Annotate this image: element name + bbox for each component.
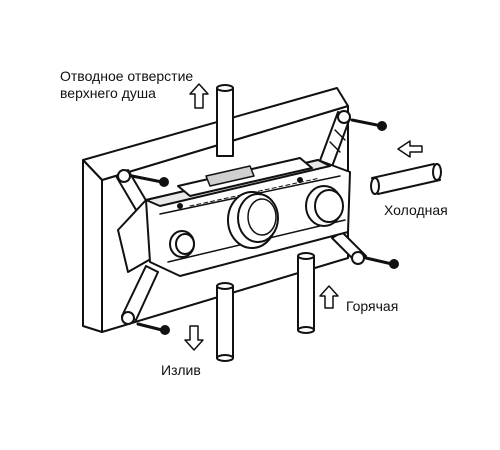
mounting-bracket-bottom-left bbox=[121, 265, 170, 335]
label-hot: Горячая bbox=[346, 298, 399, 314]
label-upper-shower-outlet: Отводное отверстие верхнего душа bbox=[60, 68, 193, 102]
arrow-up-outlet bbox=[189, 83, 209, 109]
label-spout: Излив bbox=[161, 362, 201, 378]
arrow-up-hot bbox=[319, 285, 339, 309]
upper-outlet-pipe bbox=[216, 84, 234, 157]
spout-pipe bbox=[216, 282, 234, 362]
valve-right bbox=[305, 185, 344, 227]
cold-water-pipe bbox=[370, 163, 442, 195]
label-upper-shower-outlet-line-2: верхнего душа bbox=[60, 85, 156, 101]
arrow-left-cold bbox=[397, 140, 423, 158]
arrow-down-spout bbox=[184, 325, 204, 351]
valve-center bbox=[227, 191, 279, 249]
label-upper-shower-outlet-line-1: Отводное отверстие bbox=[60, 68, 194, 84]
mounting-bracket-bottom-right bbox=[331, 231, 399, 269]
label-cold: Холодная bbox=[384, 202, 448, 218]
valve-left bbox=[169, 230, 195, 258]
hot-water-pipe bbox=[297, 252, 315, 334]
